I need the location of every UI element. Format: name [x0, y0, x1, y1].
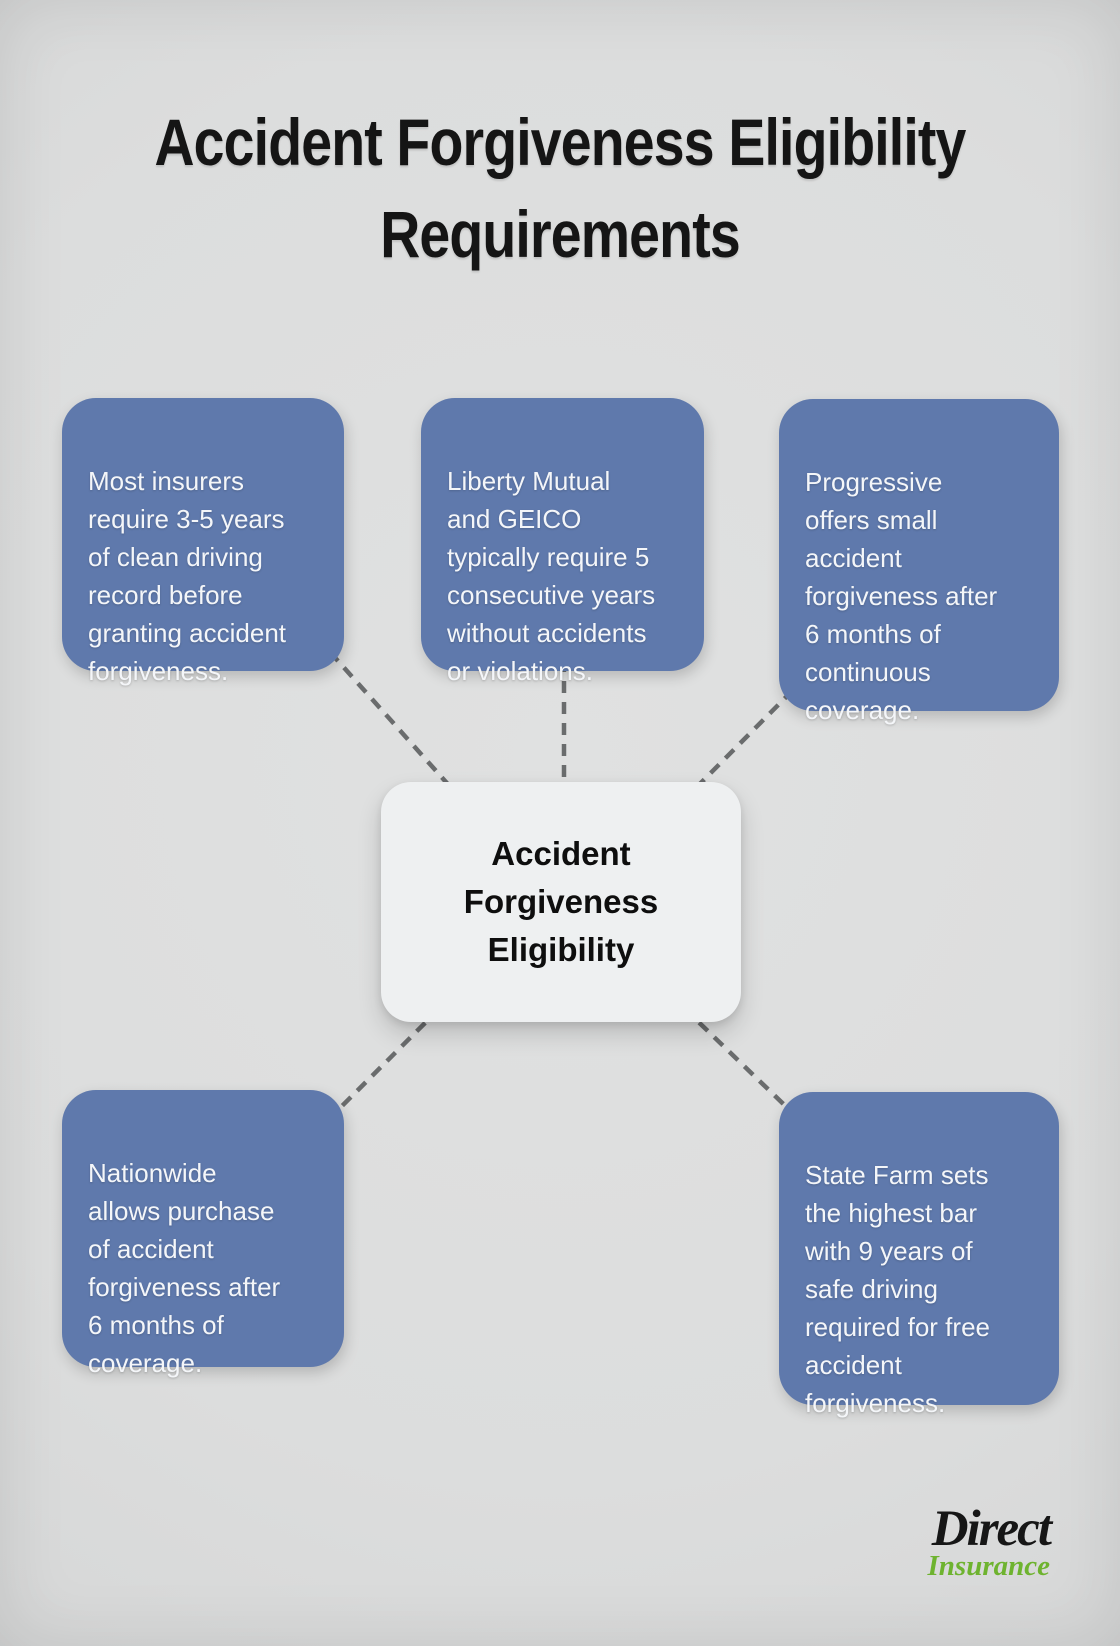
center-node-text: Accident Forgiveness Eligibility [463, 835, 659, 968]
logo-wordmark: Direct [931, 1501, 1052, 1557]
info-card-progressive: Progressive offers small accident forgiv… [779, 399, 1059, 725]
connector-top-left [328, 650, 464, 802]
info-card-nationwide: Nationwide allows purchase of accident f… [62, 1090, 344, 1378]
connector-bottom-left [326, 1006, 442, 1122]
center-node: Accident Forgiveness Eligibility [381, 782, 741, 1022]
page-title: Accident Forgiveness Eligibility Require… [154, 105, 966, 271]
info-card-state-farm: State Farm sets the highest bar with 9 y… [779, 1092, 1059, 1418]
info-card-text: Most insurers require 3-5 years of clean… [88, 466, 287, 686]
direct-insurance-logo: Direct Insurance [927, 1501, 1052, 1582]
info-card-text: Progressive offers small accident forgiv… [805, 467, 998, 725]
info-card-text: Nationwide allows purchase of accident f… [88, 1158, 281, 1378]
info-card-liberty-mutual-geico: Liberty Mutual and GEICO typically requi… [421, 398, 704, 686]
info-card-text: State Farm sets the highest bar with 9 y… [805, 1160, 990, 1418]
info-card-most-insurers: Most insurers require 3-5 years of clean… [62, 398, 344, 686]
logo-subtitle: Insurance [927, 1550, 1051, 1582]
connector-bottom-right [682, 1006, 804, 1124]
info-card-text: Liberty Mutual and GEICO typically requi… [447, 466, 656, 686]
